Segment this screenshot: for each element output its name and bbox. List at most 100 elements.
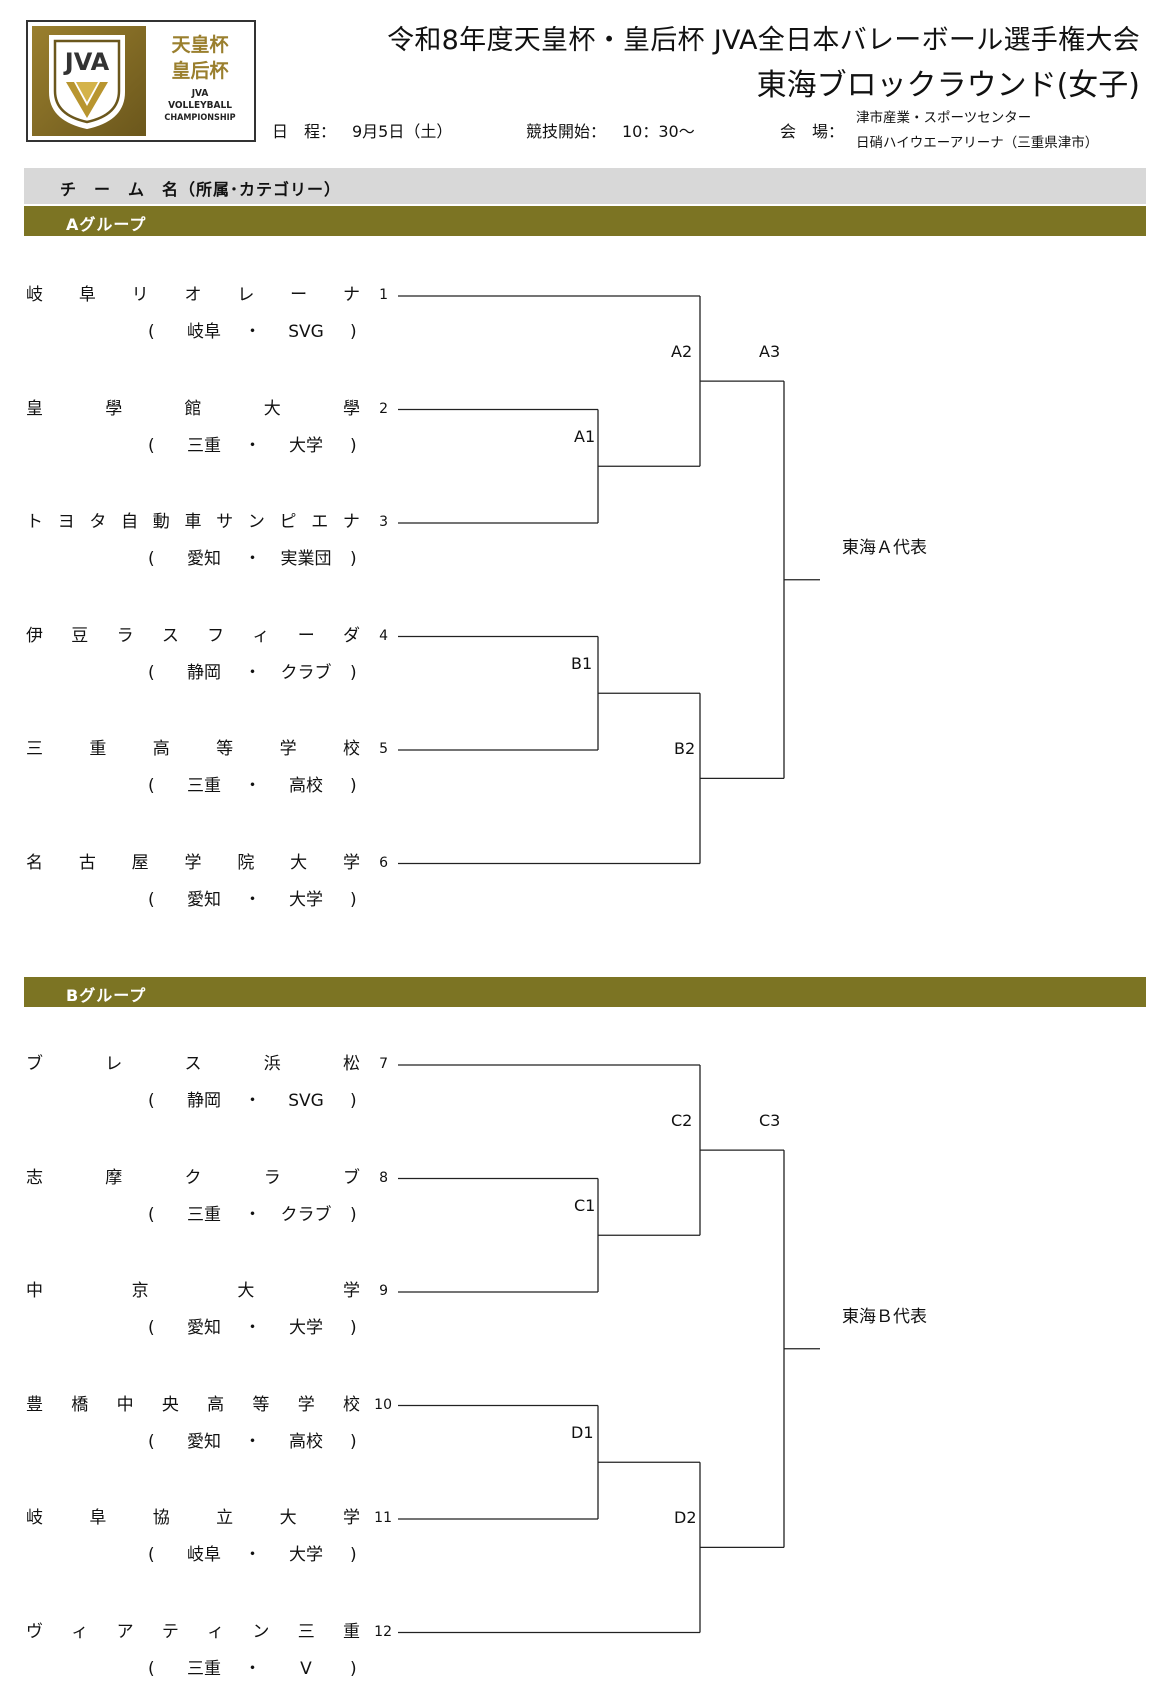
team-name-char: エ [311,512,329,532]
team-name-char: ィ [252,625,270,646]
team-name-char: レ [237,285,255,305]
team-name-char: 中 [26,1281,43,1301]
team-category: 実業団 [280,549,332,569]
logo-text-block: 天皇杯 皇后杯 JVA VOLLEYBALL CHAMPIONSHIP [148,26,252,136]
team-name-char: ナ [342,512,360,532]
open-paren: ( [148,1658,155,1679]
group-label-a: Aグループ [66,215,147,234]
team-name-char: 高 [152,739,170,759]
open-paren: ( [148,776,155,796]
team-name-char: ン [247,512,265,532]
team-name-char: 大 [263,398,281,419]
close-paren: ) [350,322,357,342]
team-name: ブレス浜松 [26,1054,360,1074]
team-name: ヴィアティン三重 [26,1622,360,1642]
separator: ・ [244,1204,261,1225]
group-representative: 東海Ａ代表 [842,537,927,558]
match-label: A2 [671,342,693,362]
team-name-char: ス [184,1054,202,1074]
team-category: 高校 [289,776,323,796]
team-name-char: 伊 [26,625,43,646]
close-paren: ) [350,1318,357,1338]
seed-number: 10 [374,1396,392,1413]
separator: ・ [244,1318,261,1338]
seed-number: 6 [379,854,388,871]
table-header-label: チ ー ム 名（所属･カテゴリー） [60,180,342,199]
close-paren: ) [350,776,357,796]
team-category: 高校 [289,1431,323,1452]
team-prefecture: 愛知 [187,1318,221,1338]
team-name-char: ー [297,625,315,646]
team-prefecture: 岐阜 [187,322,221,342]
team-name-char: 等 [216,739,234,759]
team-name-char: 重 [342,1621,360,1642]
team-name-char: 自 [121,512,139,532]
match-label: C1 [574,1196,596,1216]
team-category: SVG [288,1091,324,1111]
team-name-char: 名 [26,852,43,873]
team-name-char: 学 [297,1394,315,1415]
team-name-char: ト [26,512,43,532]
team-name-char: 央 [161,1394,179,1415]
team-category: 大学 [289,889,323,910]
team-name-char: ラ [263,1167,281,1188]
team-name-char: 摩 [105,1167,123,1188]
team-name-char: 館 [184,398,202,419]
separator: ・ [244,435,261,456]
team-name-char: ヴ [26,1621,43,1642]
team-name-char: サ [216,512,234,532]
seed-number: 11 [374,1510,392,1526]
team-name-char: 学 [184,852,202,873]
logo-cup-line2: 皇后杯 [171,60,229,82]
team-name: 中京大学 [26,1281,360,1301]
team-prefecture: 静岡 [187,1091,221,1111]
team-name-char: リ [131,285,149,305]
open-paren: ( [148,322,155,342]
team-name-char: ク [184,1167,202,1188]
team-name-char: 大 [279,1508,297,1528]
team-name: 皇學館大學 [26,399,360,419]
separator: ・ [244,1091,261,1111]
team-name-char: 学 [342,1281,360,1301]
match-label: A3 [759,342,781,362]
team-name-char: 等 [252,1394,270,1415]
team-category: V [300,1658,312,1679]
team-name-char: ヨ [57,512,75,532]
team-name: 岐阜リオレーナ [26,285,360,305]
separator: ・ [244,889,261,910]
seed-number: 12 [374,1623,392,1640]
match-label: B1 [571,654,593,674]
team-name-char: 三 [26,739,43,759]
team-prefecture: 三重 [187,776,221,796]
schedule-value: 9月5日（土） [352,122,453,141]
team-name: 名古屋学院大学 [26,853,360,873]
team-name-char: 大 [290,852,308,873]
group-band-b [24,977,1146,1007]
team-name: 伊豆ラスフィーダ [26,626,360,646]
logo-mark-text: JVA [63,48,110,76]
team-name-char: 中 [116,1394,134,1415]
open-paren: ( [148,435,155,456]
team-name-char: ィ [207,1621,225,1642]
logo-en-line3: CHAMPIONSHIP [164,113,236,123]
team-category: 大学 [289,1318,323,1338]
team-prefecture: 愛知 [187,549,221,569]
team-name-char: ア [116,1621,134,1642]
open-paren: ( [148,549,155,569]
team-name-char: 大 [237,1281,255,1301]
team-name-char: 松 [343,1054,360,1074]
seed-number: 5 [379,741,388,757]
open-paren: ( [148,1431,155,1452]
team-name-char: 高 [207,1394,225,1415]
logo-emblem: JVA [32,26,146,136]
team-name-char: 阜 [89,1508,107,1528]
team-prefecture: 三重 [187,1658,221,1679]
team-name-char: テ [161,1621,179,1642]
open-paren: ( [148,1545,155,1565]
team-name-char: 浜 [263,1054,281,1074]
team-category: 大学 [289,435,323,456]
close-paren: ) [350,1658,357,1679]
team-category: クラブ [280,662,332,683]
separator: ・ [244,1431,261,1452]
